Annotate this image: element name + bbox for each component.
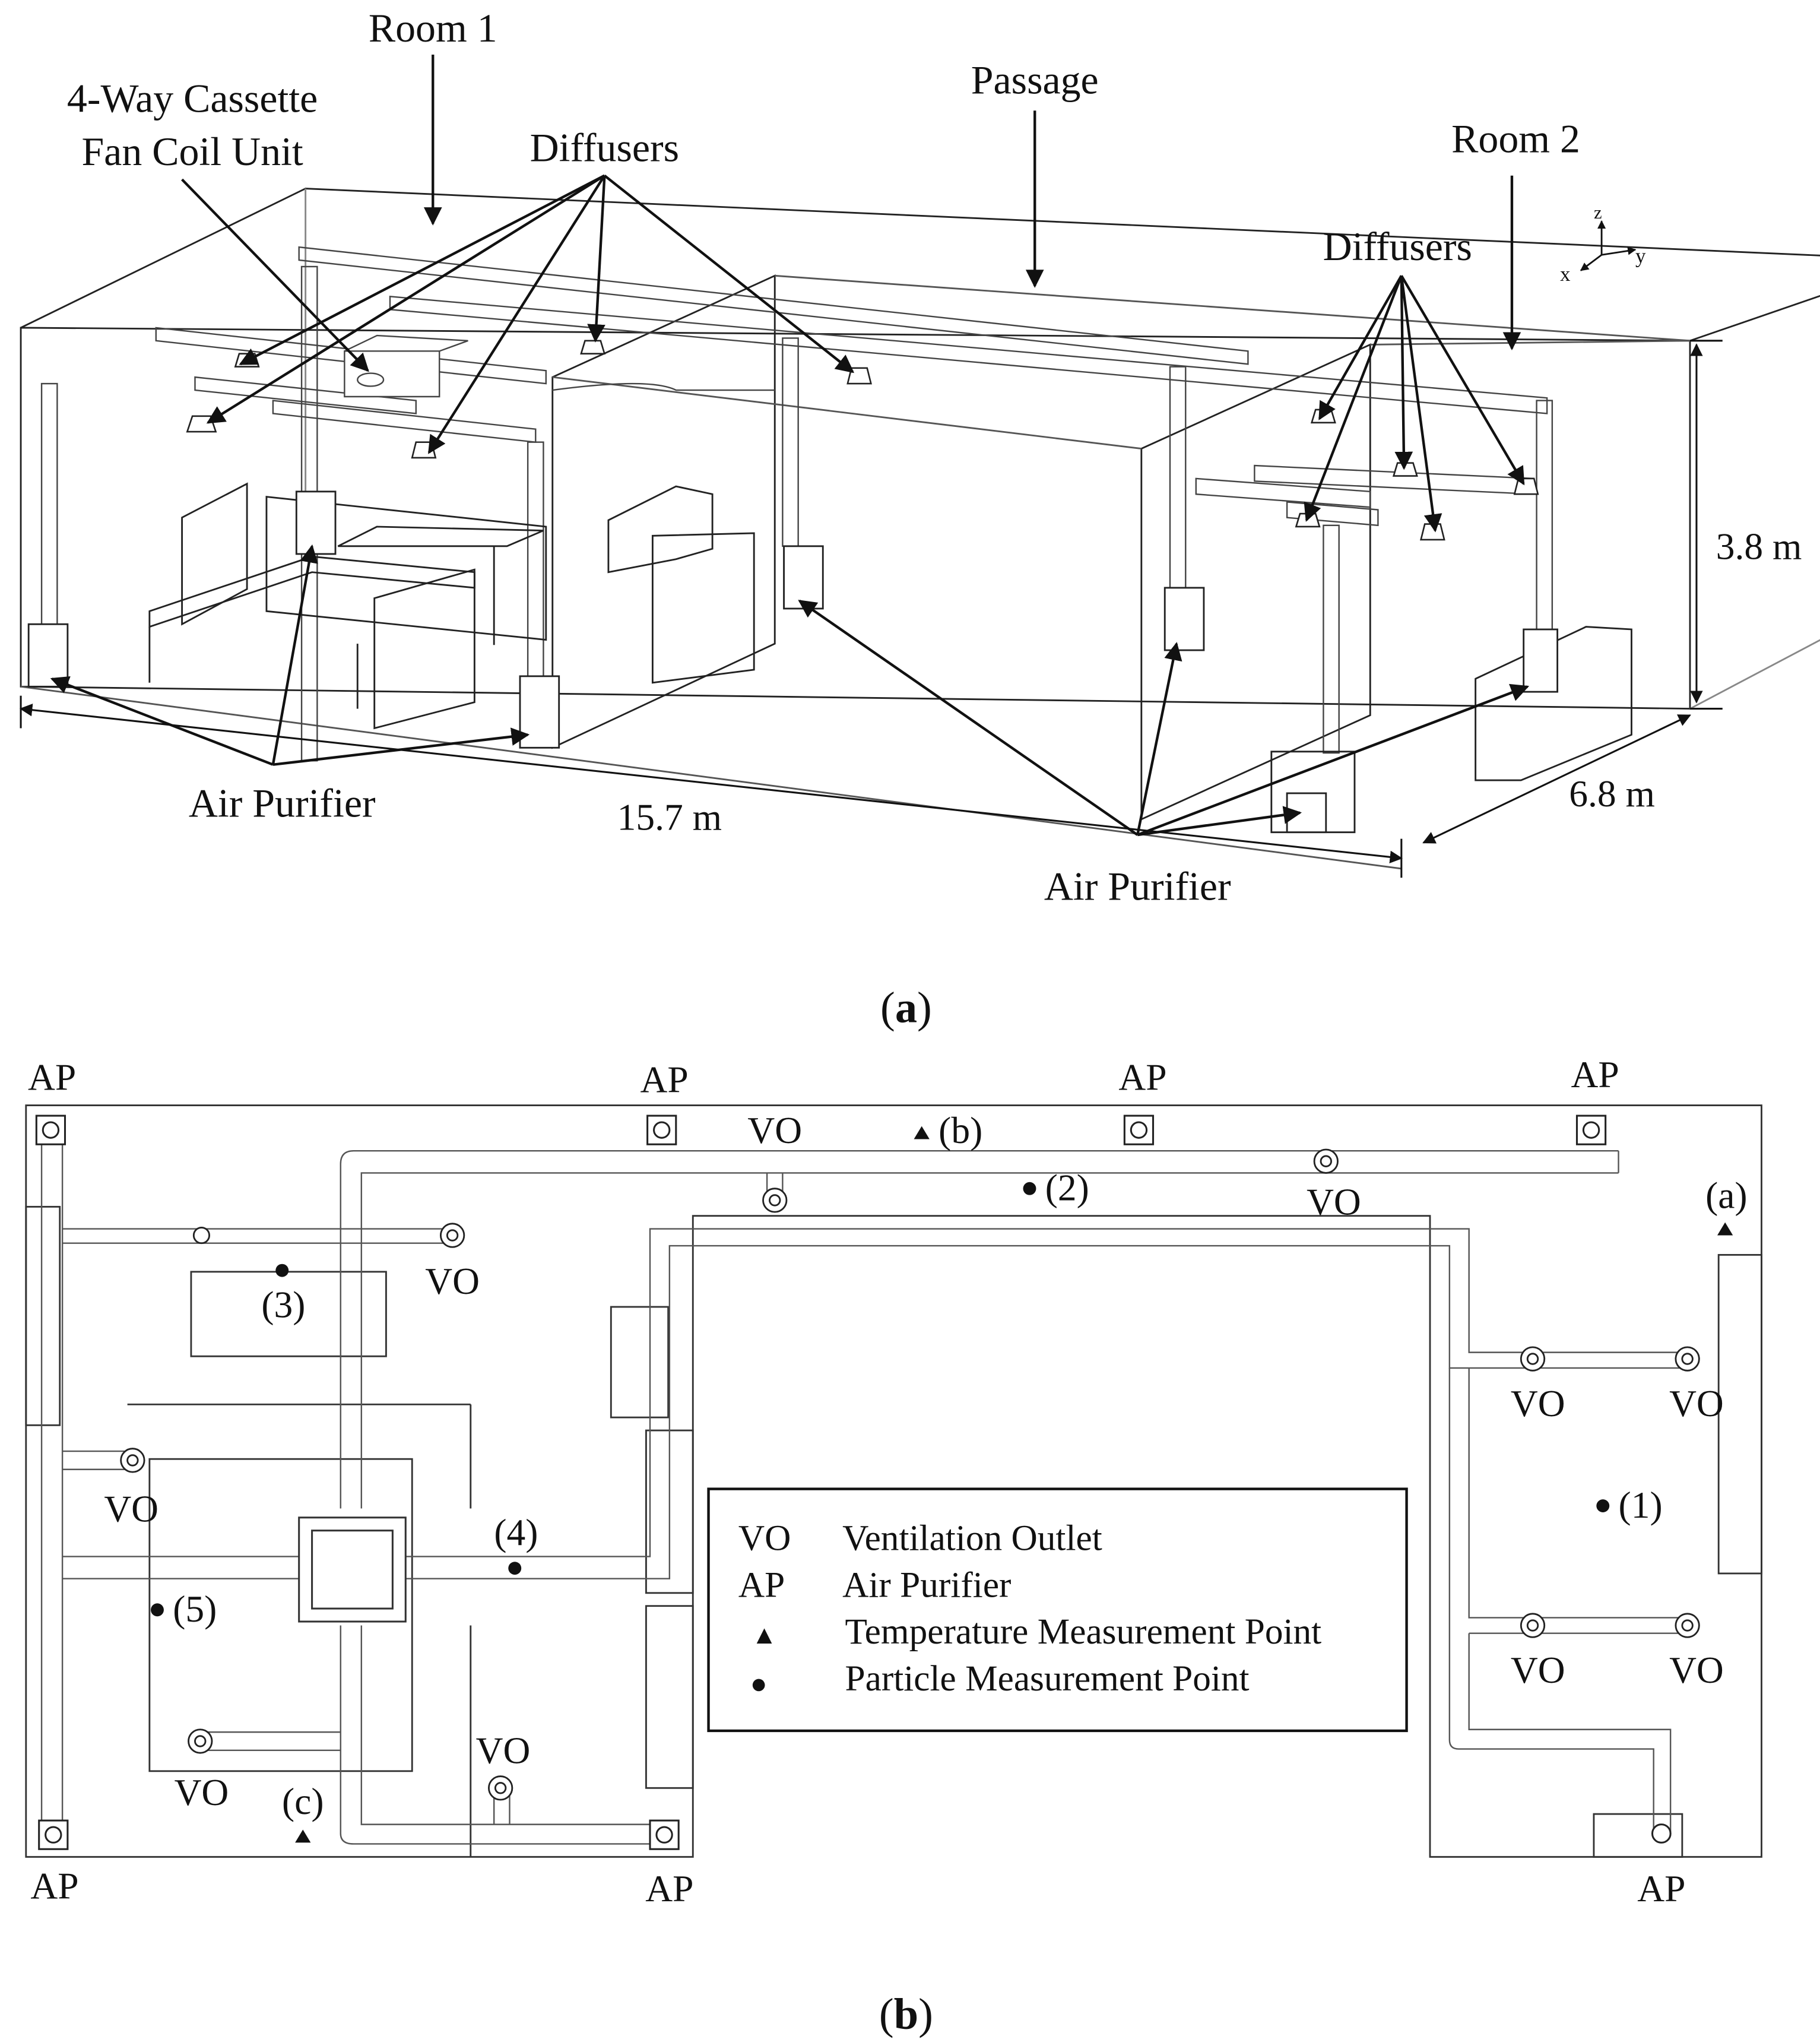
- legend-text-temperature: Temperature Measurement Point: [845, 1611, 1322, 1652]
- ap-label: AP: [1571, 1053, 1619, 1096]
- axis-indicator: [1580, 220, 1637, 271]
- label-room2: Room 2: [1451, 116, 1580, 161]
- temperature-label: (c): [282, 1780, 324, 1822]
- caption-b: (b): [879, 1990, 933, 2038]
- label-length: 15.7 m: [617, 796, 722, 838]
- caption-a: (a): [880, 983, 932, 1032]
- vo-symbol: [1675, 1346, 1700, 1372]
- axis-z-label: z: [1594, 202, 1602, 223]
- vo-symbol: [188, 1728, 213, 1754]
- label-air-purifier-right: Air Purifier: [1044, 865, 1231, 909]
- ap-symbol: [649, 1819, 680, 1850]
- vo-symbol: [192, 1226, 211, 1245]
- vo-label: VO: [1511, 1382, 1565, 1424]
- legend-text-ap: Air Purifier: [842, 1565, 1011, 1605]
- ap-symbol: [1123, 1115, 1155, 1145]
- label-diffusers-left: Diffusers: [530, 126, 679, 170]
- ap-symbol: [646, 1115, 677, 1145]
- temperature-marker: [914, 1126, 930, 1139]
- temperature-label: (a): [1705, 1174, 1747, 1217]
- ap-label: AP: [1637, 1867, 1685, 1910]
- label-air-purifier-left: Air Purifier: [189, 781, 376, 825]
- label-cassette-line1: 4-Way Cassette: [67, 76, 318, 121]
- legend-key-vo: VO: [738, 1518, 791, 1559]
- vo-label: VO: [747, 1109, 802, 1151]
- vo-label: VO: [175, 1771, 229, 1813]
- axis-x-label: x: [1560, 262, 1571, 286]
- vo-label: VO: [425, 1260, 480, 1302]
- vo-symbol: [1313, 1148, 1339, 1174]
- ap-symbol: [1575, 1115, 1607, 1145]
- ap-label: AP: [1118, 1056, 1166, 1098]
- particle-label: (4): [494, 1511, 538, 1553]
- ap-symbol: [38, 1819, 69, 1850]
- particle-marker: [275, 1264, 289, 1277]
- label-diffusers-right: Diffusers: [1323, 224, 1472, 269]
- panel-b-floor-plan: AP AP AP AP AP AP AP VO VO VO VO VO VO V…: [25, 1053, 1762, 2038]
- vo-symbol: [1520, 1613, 1546, 1638]
- particle-marker: [508, 1562, 522, 1575]
- ap-label: AP: [28, 1056, 76, 1098]
- legend: VO Ventilation Outlet AP Air Purifier ▲ …: [707, 1487, 1408, 1733]
- legend-key-temperature: ▲: [752, 1621, 777, 1649]
- legend-key-ap: AP: [738, 1565, 785, 1605]
- vo-symbol: [120, 1448, 145, 1473]
- vo-label: VO: [1669, 1382, 1724, 1424]
- ap-symbols: [35, 1115, 1672, 1850]
- ap-symbol: [35, 1115, 66, 1145]
- vo-symbol: [1675, 1613, 1700, 1638]
- axis-y-label: y: [1635, 244, 1646, 267]
- ap-label: AP: [30, 1864, 78, 1907]
- plan-ducts: [40, 1118, 1690, 1847]
- legend-text-vo: Ventilation Outlet: [842, 1518, 1102, 1559]
- fan-coil-unit-plan: [298, 1516, 407, 1623]
- particle-points: [151, 1182, 1610, 1617]
- temperature-marker: [1717, 1222, 1733, 1236]
- label-width: 6.8 m: [1569, 772, 1655, 815]
- duct-network: [40, 246, 1553, 762]
- callout-arrows: [50, 55, 1530, 837]
- particle-label: (1): [1619, 1484, 1663, 1526]
- legend-key-particle: ●: [750, 1668, 768, 1699]
- ap-label: AP: [640, 1059, 688, 1101]
- particle-marker: [1596, 1499, 1610, 1513]
- particle-marker: [1023, 1182, 1036, 1195]
- legend-box: [707, 1487, 1408, 1733]
- vo-symbol: [488, 1775, 513, 1801]
- vo-label: VO: [476, 1730, 531, 1772]
- vo-symbol: [439, 1223, 465, 1248]
- vo-symbol: [1520, 1346, 1546, 1372]
- label-cassette-line2: Fan Coil Unit: [81, 129, 303, 174]
- vo-label: VO: [1669, 1649, 1724, 1691]
- ap-symbol: [1651, 1823, 1672, 1844]
- vo-label: VO: [1307, 1181, 1361, 1223]
- plan-walls: [25, 1104, 1762, 1858]
- ap-label: AP: [645, 1867, 693, 1910]
- dimension-lines: [19, 340, 1723, 878]
- particle-marker: [151, 1603, 164, 1617]
- temperature-label: (b): [938, 1109, 982, 1151]
- particle-label: (5): [173, 1588, 217, 1630]
- label-height: 3.8 m: [1716, 525, 1802, 568]
- label-room1: Room 1: [369, 6, 497, 50]
- legend-text-particle: Particle Measurement Point: [845, 1658, 1250, 1699]
- temperature-points: [295, 1126, 1733, 1843]
- particle-label: (3): [261, 1284, 305, 1326]
- particle-label: (2): [1045, 1166, 1089, 1208]
- label-passage: Passage: [971, 58, 1099, 103]
- vo-label: VO: [104, 1487, 158, 1530]
- panel-a-3d-model: z y x Room 1 4-Way Cassette Fan Coil Uni…: [19, 6, 1820, 1032]
- vo-symbol: [762, 1188, 788, 1213]
- temperature-marker: [295, 1829, 311, 1843]
- vo-label: VO: [1511, 1649, 1565, 1691]
- vo-symbols: [120, 1148, 1700, 1801]
